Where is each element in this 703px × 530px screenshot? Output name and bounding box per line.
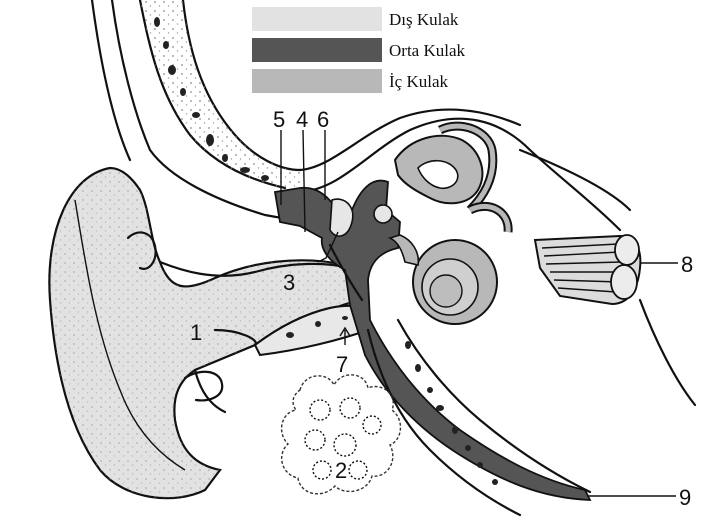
label-9: 9 [679, 485, 691, 510]
legend: Dış Kulak Orta Kulak İç Kulak [252, 7, 466, 93]
label-4: 4 [296, 107, 308, 132]
label-1: 1 [190, 320, 202, 345]
label-8: 8 [681, 252, 693, 277]
legend-label-outer: Dış Kulak [389, 10, 459, 29]
legend-label-inner: İç Kulak [389, 72, 449, 91]
label-7: 7 [336, 352, 348, 377]
legend-swatch-outer [252, 7, 382, 31]
label-3: 3 [283, 270, 295, 295]
inner-ear [390, 126, 508, 324]
label-5: 5 [273, 107, 285, 132]
auditory-nerve [535, 235, 640, 304]
label-2: 2 [335, 458, 347, 483]
label-6: 6 [317, 107, 329, 132]
skull-bone [92, 0, 620, 230]
legend-label-middle: Orta Kulak [389, 41, 466, 60]
legend-swatch-inner [252, 69, 382, 93]
legend-swatch-middle [252, 38, 382, 62]
